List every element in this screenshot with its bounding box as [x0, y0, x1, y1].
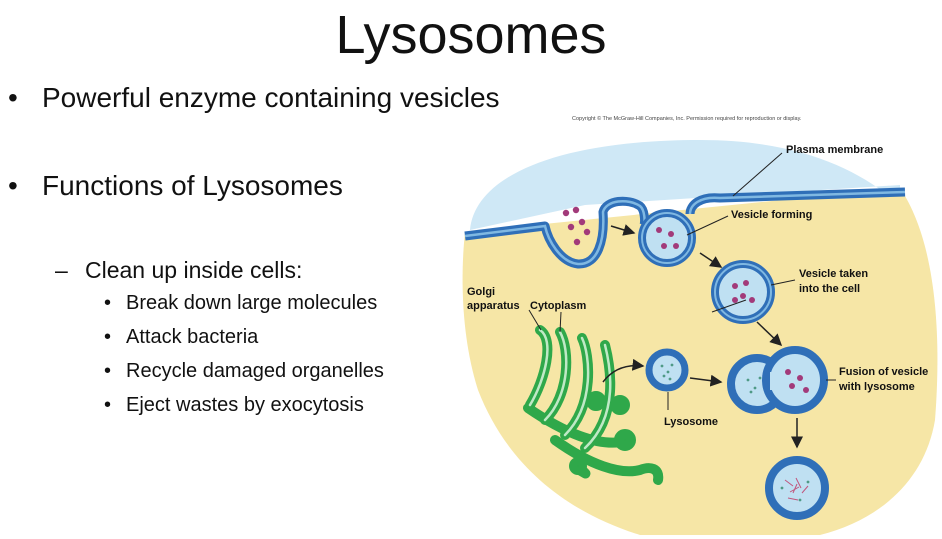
- bullet-text: Functions of Lysosomes: [42, 170, 343, 201]
- sub-sub-bullet-item: • Recycle damaged organelles: [104, 358, 384, 384]
- extracellular-space: [470, 140, 900, 230]
- sub-sub-bullet-text: Break down large molecules: [126, 292, 378, 314]
- label-golgi-line2: apparatus: [467, 300, 520, 312]
- sub-sub-bullet-item: • Eject wastes by exocytosis: [104, 392, 364, 418]
- label-plasma-membrane: Plasma membrane: [786, 144, 883, 156]
- process-arrows: [602, 224, 803, 449]
- sub-bullet-item: –Clean up inside cells:: [55, 256, 302, 284]
- lysosome-diagram: Copyright © The McGraw-Hill Companies, I…: [462, 115, 938, 535]
- dash-marker: –: [55, 257, 68, 283]
- sub-sub-bullet-text: Recycle damaged organelles: [126, 360, 384, 382]
- label-fusion-line1: Fusion of vesicle: [839, 366, 928, 378]
- label-golgi-line1: Golgi: [467, 286, 495, 298]
- bullet-text: Powerful enzyme containing vesicles: [42, 82, 500, 113]
- label-vesicle-forming: Vesicle forming: [731, 209, 812, 221]
- bullet-dot: •: [8, 82, 18, 113]
- sub-sub-bullet-text: Eject wastes by exocytosis: [126, 394, 364, 416]
- vesicle-taken-into-cell: [711, 260, 775, 324]
- bullet-dot: •: [104, 292, 112, 314]
- label-cytoplasm: Cytoplasm: [530, 300, 586, 312]
- digesting-vesicle: [765, 456, 829, 520]
- lysosome: [645, 348, 689, 392]
- label-vesicle-taken-line2: into the cell: [799, 283, 860, 295]
- sub-sub-bullet-item: • Attack bacteria: [104, 324, 258, 350]
- bullet-item: • Powerful enzyme containing vesicles: [8, 81, 500, 115]
- sub-sub-bullet-text: Attack bacteria: [126, 326, 259, 348]
- label-leader-lines: [528, 152, 836, 410]
- vesicle-forming: [638, 209, 696, 267]
- sub-sub-bullet-item: • Break down large molecules: [104, 290, 377, 316]
- copyright-notice: Copyright © The McGraw-Hill Companies, I…: [572, 115, 802, 122]
- label-lysosome: Lysosome: [664, 416, 718, 428]
- bullet-dot: •: [104, 394, 112, 416]
- bullet-item: • Functions of Lysosomes: [8, 169, 343, 203]
- sub-bullet-text: Clean up inside cells:: [85, 257, 303, 283]
- fusion-of-vesicle-with-lysosome: [727, 346, 828, 414]
- cytoplasm-region: [462, 188, 938, 535]
- slide-title: Lysosomes: [335, 5, 607, 65]
- label-fusion-line2: with lysosome: [838, 381, 915, 393]
- label-vesicle-taken-line1: Vesicle taken: [799, 268, 868, 280]
- bullet-dot: •: [8, 170, 18, 201]
- bullet-dot: •: [104, 360, 112, 382]
- engulfed-particles: [562, 206, 591, 246]
- bullet-dot: •: [104, 326, 112, 348]
